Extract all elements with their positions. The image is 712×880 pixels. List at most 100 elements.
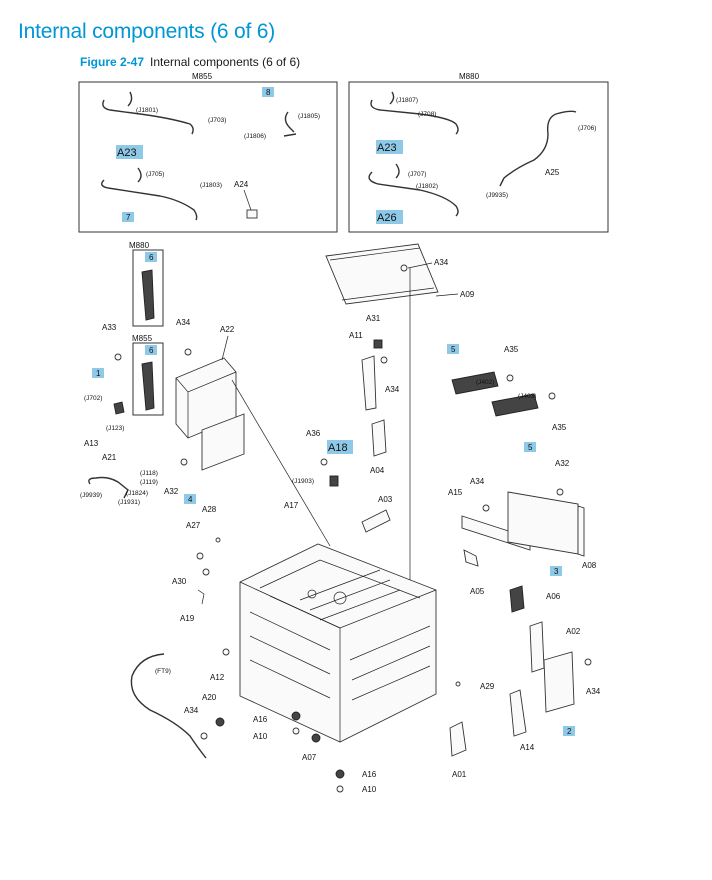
part-a18 xyxy=(329,475,339,487)
cable-a23-m880 xyxy=(370,91,459,135)
frame-m880-6 xyxy=(132,249,164,327)
cable-8 xyxy=(283,111,297,137)
callout-6a: 6 xyxy=(149,253,154,262)
callout-a06: A06 xyxy=(546,592,561,601)
part-4 xyxy=(201,413,245,471)
screw-a34-left xyxy=(184,348,192,356)
part-a10-bottom xyxy=(336,785,344,793)
part-a01 xyxy=(449,721,467,757)
connector-label-j403: (J403) xyxy=(518,393,536,400)
leader-a24 xyxy=(243,189,252,211)
connector-label-j1824: (J1824) xyxy=(126,490,148,497)
connector-label-j9939: (J9939) xyxy=(80,492,102,499)
screw-a34-mid xyxy=(380,356,388,364)
callout-a34-top: A34 xyxy=(434,258,449,267)
callout-a18-bg xyxy=(327,440,353,454)
screw-a32-left xyxy=(180,458,188,466)
screw-a34-top xyxy=(400,264,408,272)
part-a12 xyxy=(222,648,230,656)
callout-a27: A27 xyxy=(186,521,201,530)
callout-a35-right: A35 xyxy=(552,423,567,432)
callout-a18: A18 xyxy=(328,442,348,454)
callout-a22: A22 xyxy=(220,325,235,334)
callout-a04: A04 xyxy=(370,466,385,475)
connector-label-j123: (J123) xyxy=(106,425,124,432)
part-a31 xyxy=(373,339,383,349)
connector-label-j708: (J708) xyxy=(418,111,436,118)
callout-4-bg xyxy=(184,494,196,504)
callout-a14: A14 xyxy=(520,743,535,752)
callout-a28: A28 xyxy=(202,505,217,514)
part-a07 xyxy=(311,733,321,743)
part-a05 xyxy=(463,549,479,567)
callout-a21: A21 xyxy=(102,453,117,462)
connector-label-j1903: (J1903) xyxy=(292,478,314,485)
callout-a35-top: A35 xyxy=(504,345,519,354)
part-a11 xyxy=(361,355,377,411)
screw-a35-top xyxy=(506,374,514,382)
label-m855-small: M855 xyxy=(132,334,153,343)
screw-a33 xyxy=(114,353,122,361)
callout-a32-left: A32 xyxy=(164,487,179,496)
inset-m855-frame xyxy=(78,81,338,233)
callout-2-bg xyxy=(563,726,575,736)
part-a14 xyxy=(509,689,527,737)
part-1 xyxy=(113,401,125,415)
callout-a17: A17 xyxy=(284,501,299,510)
connector-label-j702: (J702) xyxy=(84,395,102,402)
main-chassis xyxy=(239,543,437,743)
part-a02 xyxy=(529,621,545,673)
callout-a05: A05 xyxy=(470,587,485,596)
callout-a23-m880: A23 xyxy=(377,142,397,154)
callout-8: 8 xyxy=(266,88,271,97)
part-a27 xyxy=(196,552,204,560)
screw-a32-right xyxy=(556,488,564,496)
callout-6b: 6 xyxy=(149,346,154,355)
part-2 xyxy=(543,651,575,713)
connector-label-j703: (J703) xyxy=(208,117,226,124)
part-a20 xyxy=(215,717,225,727)
part-a04 xyxy=(371,419,387,457)
inset-m880-title: M880 xyxy=(459,72,480,81)
inset-m855-title: M855 xyxy=(192,72,213,81)
connector-label-j1931: (J1931) xyxy=(118,499,140,506)
part-a30 xyxy=(202,568,210,576)
callout-a34-right: A34 xyxy=(470,477,485,486)
callout-a33: A33 xyxy=(102,323,117,332)
frame-m855-6 xyxy=(132,342,164,416)
callout-a20: A20 xyxy=(202,693,217,702)
callout-a23-m855-bg xyxy=(116,145,143,159)
part-5a xyxy=(451,371,499,395)
cable-a23-m855 xyxy=(102,91,194,135)
connector-label-j706: (J706) xyxy=(578,125,596,132)
callout-a34-lower-right: A34 xyxy=(586,687,601,696)
callout-a08: A08 xyxy=(582,561,597,570)
callout-7-bg xyxy=(122,212,134,222)
part-a10-left xyxy=(292,727,300,735)
callout-a15: A15 xyxy=(448,488,463,497)
callout-7: 7 xyxy=(126,213,131,222)
callout-1: 1 xyxy=(96,369,101,378)
inset-m880: M880 (J1807) (J708) (J706) A23 A25 (J707… xyxy=(348,72,609,233)
leader-a34-top xyxy=(407,262,433,269)
connector-label-j1806: (J1806) xyxy=(244,133,266,140)
callout-1-bg xyxy=(92,368,104,378)
callout-a19: A19 xyxy=(180,614,195,623)
connector-label-j1802: (J1802) xyxy=(416,183,438,190)
callout-5a-bg xyxy=(447,344,459,354)
part-a06 xyxy=(509,585,525,613)
inset-m855: M855 (J1801) (J703) 8 (J1805) (J1806) A2… xyxy=(78,72,338,233)
part-a19 xyxy=(197,589,205,605)
callout-a34-mid: A34 xyxy=(385,385,400,394)
screw-a34-right xyxy=(482,504,490,512)
callout-2: 2 xyxy=(567,727,572,736)
connector-label-ft9: (FT9) xyxy=(155,668,171,675)
callout-a32-right: A32 xyxy=(555,459,570,468)
part-5b xyxy=(491,393,539,417)
callout-a09: A09 xyxy=(460,290,475,299)
part-a16-bottom xyxy=(335,769,345,779)
part-6-m855 xyxy=(141,361,155,411)
label-m880-small: M880 xyxy=(129,241,150,250)
